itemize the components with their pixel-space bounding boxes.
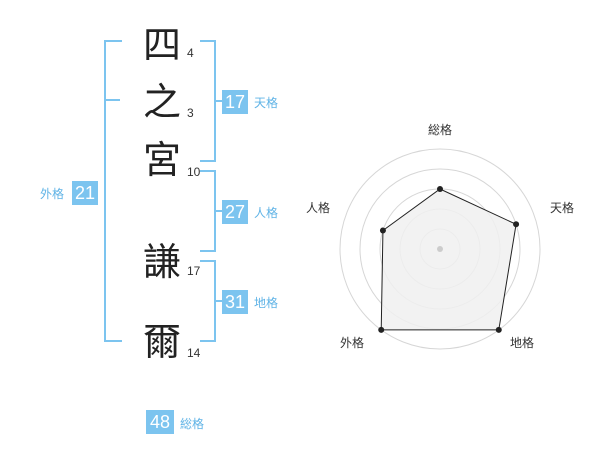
gaikaku-bracket xyxy=(104,40,122,342)
soukaku-value: 48 xyxy=(146,410,174,434)
soukaku-label: 総格 xyxy=(180,417,205,431)
gaikaku-label: 外格 xyxy=(40,187,65,201)
stroke-count-5: 14 xyxy=(187,346,201,360)
jinkaku-label: 人格 xyxy=(254,206,279,220)
tenkaku-value: 17 xyxy=(222,90,248,114)
radar-label-tenkaku: 天格 xyxy=(550,201,575,215)
jinkaku-value: 27 xyxy=(222,200,248,224)
stroke-count-3: 10 xyxy=(187,165,201,179)
radar-label-chikaku: 地格 xyxy=(510,336,535,350)
radar-label-jinkaku: 人格 xyxy=(306,201,331,215)
chikaku-value: 31 xyxy=(222,290,248,314)
tenkaku-connector xyxy=(214,100,222,102)
name-char-5: 爾 xyxy=(142,320,181,364)
radar-point-top xyxy=(437,186,443,192)
radar-label-gaikaku: 外格 xyxy=(340,336,365,350)
radar-center-point xyxy=(437,246,443,252)
gaikaku-bracket-divider xyxy=(104,99,120,101)
chikaku-label: 地格 xyxy=(254,296,279,310)
radar-point-right-lower xyxy=(495,326,502,333)
radar-point-right-upper xyxy=(513,221,520,228)
radar-label-soukaku: 総格 xyxy=(428,123,453,137)
radar-point-left-upper xyxy=(379,227,386,234)
jinkaku-connector xyxy=(214,210,222,212)
name-char-3: 宮 xyxy=(142,138,181,182)
gaikaku-value: 21 xyxy=(72,181,98,205)
name-char-2: 之 xyxy=(142,80,181,124)
radar-data-polygon xyxy=(380,188,517,331)
stroke-count-2: 3 xyxy=(187,106,194,120)
chikaku-connector xyxy=(214,300,222,302)
tenkaku-label: 天格 xyxy=(254,96,279,110)
name-char-1: 四 xyxy=(142,23,181,67)
name-char-4: 謙 xyxy=(142,240,181,284)
stroke-count-1: 4 xyxy=(187,46,194,60)
stroke-count-4: 17 xyxy=(187,264,201,278)
radar-point-left-lower xyxy=(378,326,385,333)
